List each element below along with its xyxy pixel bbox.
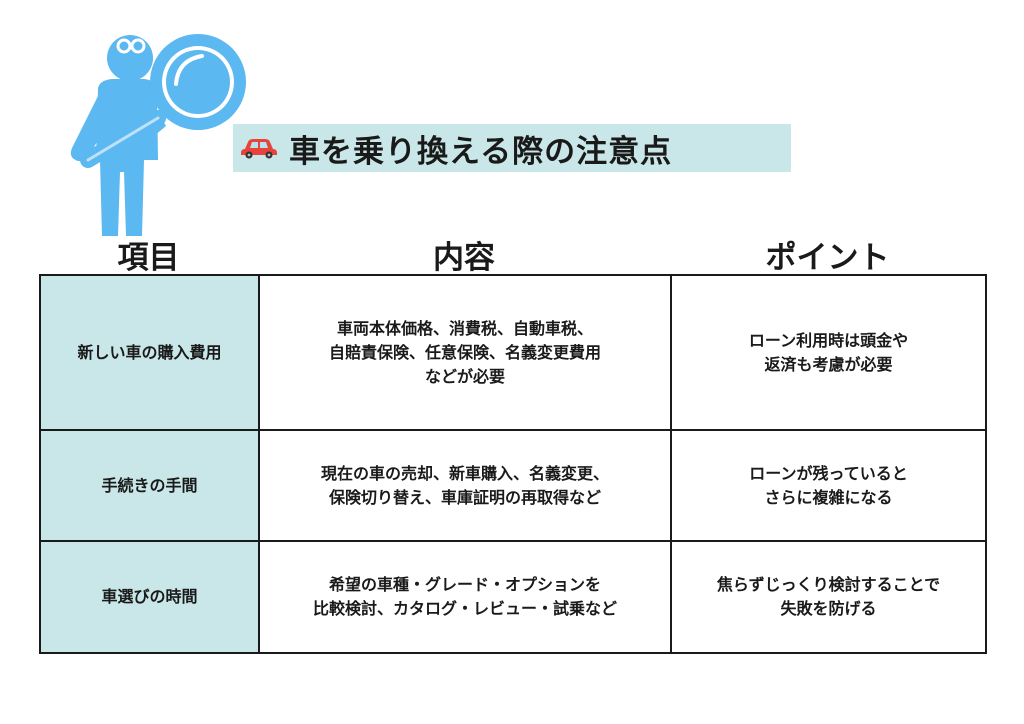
notes-table: 新しい車の購入費用 車両本体価格、消費税、自動車税、 自賠責保険、任意保険、名義…: [39, 274, 987, 654]
table-row: 新しい車の購入費用 車両本体価格、消費税、自動車税、 自賠責保険、任意保険、名義…: [39, 274, 987, 431]
red-car-icon: [233, 131, 279, 165]
content-cell: 希望の車種・グレード・オプションを 比較検討、カタログ・レビュー・試乗など: [258, 540, 672, 654]
item-label: 車選びの時間: [101, 587, 198, 606]
item-cell: 車選びの時間: [39, 540, 260, 654]
title-banner: 車を乗り換える際の注意点: [233, 124, 791, 172]
page-title: 車を乗り換える際の注意点: [289, 133, 673, 170]
content-cell: 車両本体価格、消費税、自動車税、 自賠責保険、任意保険、名義変更費用 などが必要: [258, 274, 672, 431]
point-line: 焦らずじっくり検討することで: [716, 575, 941, 594]
point-cell: ローンが残っていると さらに複雑になる: [670, 429, 987, 542]
content-line: 現在の車の売却、新車購入、名義変更、: [320, 463, 609, 483]
point-line: ローン利用時は頭金や: [748, 330, 909, 350]
content-line: 比較検討、カタログ・レビュー・試乗など: [312, 599, 617, 618]
item-label: 新しい車の購入費用: [77, 342, 222, 362]
header-content: 内容: [433, 240, 495, 276]
content-line: などが必要: [424, 366, 505, 386]
item-label: 手続きの手間: [101, 475, 198, 495]
header-point: ポイント: [765, 240, 890, 276]
point-line: さらに複雑になる: [764, 487, 893, 507]
point-cell: 焦らずじっくり検討することで 失敗を防げる: [670, 540, 987, 654]
point-line: ローンが残っていると: [749, 463, 908, 483]
content-line: 車両本体価格、消費税、自動車税、: [336, 318, 593, 338]
header-item: 項目: [117, 240, 180, 276]
content-line: 希望の車種・グレード・オプションを: [328, 575, 601, 594]
point-line: 失敗を防げる: [780, 599, 877, 618]
person-with-magnifier-icon: [58, 22, 268, 237]
content-line: 自賠責保険、任意保険、名義変更費用: [328, 342, 601, 362]
table-row: 車選びの時間 希望の車種・グレード・オプションを 比較検討、カタログ・レビュー・…: [39, 540, 987, 654]
content-cell: 現在の車の売却、新車購入、名義変更、 保険切り替え、車庫証明の再取得など: [258, 429, 672, 542]
item-cell: 手続きの手間: [39, 429, 260, 542]
table-row: 手続きの手間 現在の車の売却、新車購入、名義変更、 保険切り替え、車庫証明の再取…: [39, 429, 987, 542]
point-line: 返済も考慮が必要: [764, 354, 893, 374]
item-cell: 新しい車の購入費用: [39, 274, 260, 431]
content-line: 保険切り替え、車庫証明の再取得など: [328, 487, 601, 507]
point-cell: ローン利用時は頭金や 返済も考慮が必要: [670, 274, 987, 431]
